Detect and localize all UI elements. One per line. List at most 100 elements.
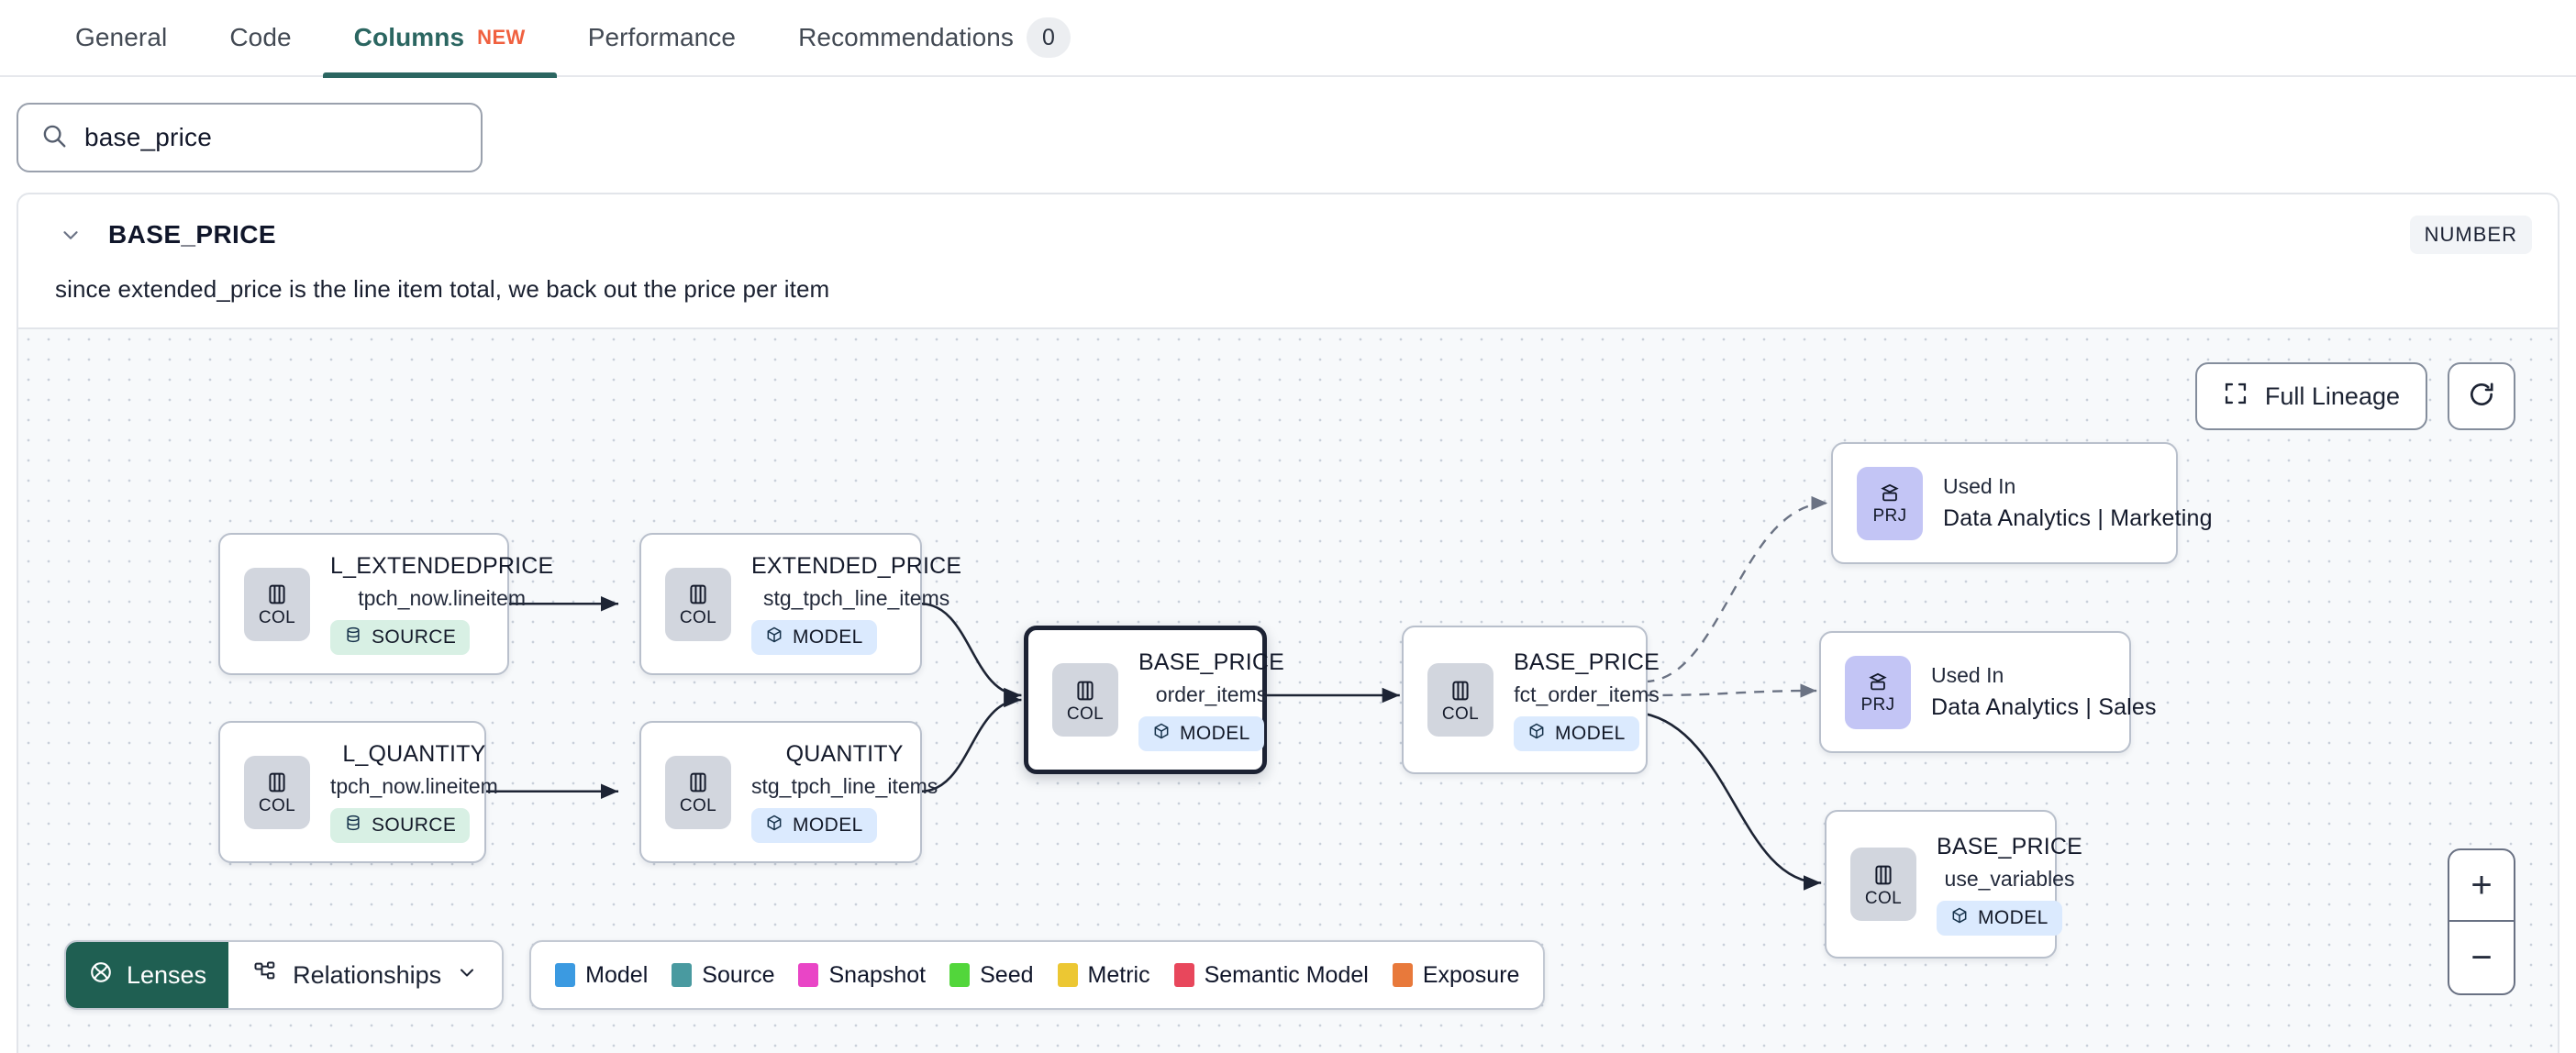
lineage-edges — [473, 495, 1828, 891]
node-title: EXTENDED_PRICE — [751, 553, 962, 579]
lineage-top-controls: Full Lineage — [2194, 362, 2515, 430]
tab-code[interactable]: Code — [198, 0, 322, 76]
col-icon: COL — [244, 567, 310, 641]
node-subtitle: Data Analytics | Marketing — [1943, 505, 2213, 531]
col-icon-label: COL — [1441, 704, 1480, 724]
tab-general[interactable]: General — [44, 0, 198, 76]
chevron-down-icon[interactable] — [55, 219, 86, 250]
column-description: since extended_price is the line item to… — [55, 275, 830, 303]
lineage-node-used-in-marketing[interactable]: PRJ Used In Data Analytics | Marketing — [1831, 442, 2213, 564]
zoom-in-button[interactable]: + — [2449, 850, 2514, 922]
cube-icon — [1950, 906, 1969, 930]
relationships-dropdown[interactable]: Relationships — [228, 942, 503, 1008]
legend-label: Snapshot — [828, 961, 927, 988]
column-detail-panel: BASE_PRICE NUMBER since extended_price i… — [17, 193, 2559, 1053]
column-name: BASE_PRICE — [108, 220, 276, 249]
col-icon: COL — [665, 755, 731, 829]
project-icon-label: PRJ — [1860, 695, 1895, 715]
project-icon: PRJ — [1857, 466, 1923, 540]
lineage-node-base-price-fct-order-items[interactable]: COL BASE_PRICE fct_order_items MODEL — [1402, 626, 1660, 774]
node-badge-label: SOURCE — [372, 626, 457, 648]
legend-swatch — [555, 963, 576, 987]
node-subtitle: use_variables — [1944, 866, 2075, 891]
column-type-badge: NUMBER — [2409, 216, 2532, 254]
tab-columns[interactable]: Columns NEW — [322, 0, 557, 78]
cube-icon — [765, 814, 783, 837]
column-header-row: BASE_PRICE NUMBER — [18, 194, 2558, 255]
legend-swatch — [1392, 963, 1413, 987]
refresh-button[interactable] — [2448, 362, 2515, 430]
node-type-badge: MODEL — [751, 808, 877, 843]
lineage-node-base-price-use-variables[interactable]: COL BASE_PRICE use_variables MODEL — [1825, 810, 2082, 959]
node-type-badge: SOURCE — [330, 620, 471, 655]
search-area: base_price — [0, 77, 2576, 193]
node-title: Used In — [1931, 663, 2004, 687]
full-lineage-button[interactable]: Full Lineage — [2194, 362, 2427, 430]
node-badge-label: MODEL — [1555, 722, 1626, 744]
col-icon: COL — [665, 567, 731, 641]
legend-item-source: Source — [672, 962, 774, 989]
node-title: QUANTITY — [785, 741, 904, 767]
database-icon — [344, 626, 362, 649]
tab-label: General — [75, 23, 168, 51]
lenses-button[interactable]: Lenses — [66, 942, 229, 1008]
node-subtitle: tpch_now.lineitem — [358, 586, 527, 610]
lineage-node-extended-price[interactable]: COL EXTENDED_PRICE stg_tpch_line_items M… — [639, 533, 961, 675]
node-badge-label: SOURCE — [372, 815, 457, 836]
lineage-node-l-extendedprice[interactable]: COL L_EXTENDEDPRICE tpch_now.lineitem SO… — [218, 533, 553, 675]
lineage-node-l-quantity[interactable]: COL L_QUANTITY tpch_now.lineitem SOURCE — [218, 721, 498, 863]
lineage-canvas[interactable]: COL L_EXTENDEDPRICE tpch_now.lineitem SO… — [18, 327, 2558, 1053]
lineage-node-used-in-sales[interactable]: PRJ Used In Data Analytics | Sales — [1819, 631, 2157, 753]
node-title: Used In — [1943, 474, 2016, 498]
search-icon — [40, 122, 68, 154]
node-badge-label: MODEL — [1978, 906, 2049, 928]
legend-label: Metric — [1087, 961, 1150, 988]
lenses-label: Lenses — [127, 960, 207, 989]
tab-label: Performance — [587, 23, 737, 51]
legend-swatch — [1173, 963, 1194, 987]
lens-icon — [88, 959, 114, 992]
col-icon: COL — [1850, 848, 1916, 921]
node-type-badge: SOURCE — [330, 808, 471, 843]
legend-label: Source — [702, 961, 775, 988]
node-type-badge: MODEL — [1937, 900, 2062, 936]
col-icon-label: COL — [258, 796, 296, 815]
lineage-node-quantity[interactable]: COL QUANTITY stg_tpch_line_items MODEL — [639, 721, 938, 863]
search-input-value: base_price — [84, 123, 212, 151]
legend-item-snapshot: Snapshot — [798, 962, 926, 989]
col-icon-label: COL — [679, 796, 717, 815]
node-title: BASE_PRICE — [1937, 833, 2083, 859]
node-subtitle: stg_tpch_line_items — [751, 774, 938, 798]
col-icon-label: COL — [1864, 888, 1903, 908]
search-input[interactable]: base_price — [17, 103, 483, 172]
node-subtitle: fct_order_items — [1514, 682, 1660, 706]
legend-swatch — [1057, 963, 1078, 987]
tab-performance[interactable]: Performance — [557, 0, 767, 76]
node-badge-label: MODEL — [793, 626, 863, 648]
legend-swatch — [798, 963, 819, 987]
zoom-controls: + − — [2448, 848, 2515, 995]
cube-icon — [1527, 722, 1546, 746]
node-subtitle: tpch_now.lineitem — [330, 774, 498, 798]
legend-swatch — [672, 963, 693, 987]
cube-icon — [1152, 722, 1171, 746]
col-icon-label: COL — [679, 608, 717, 627]
lineage-bottom-toolbar: Lenses Relationships — [64, 940, 1546, 1010]
legend-label: Seed — [980, 961, 1034, 988]
lineage-node-base-price-order-items[interactable]: COL BASE_PRICE order_items MODEL — [1024, 626, 1284, 774]
node-type-legend: Model Source Snapshot Seed Metric — [529, 940, 1546, 1010]
legend-label: Exposure — [1422, 961, 1520, 988]
legend-swatch — [949, 963, 971, 987]
chevron-down-icon — [456, 961, 478, 990]
legend-item-model: Model — [555, 962, 648, 989]
database-icon — [344, 814, 362, 837]
tab-new-badge: NEW — [477, 26, 526, 49]
col-icon-label: COL — [258, 608, 296, 627]
legend-item-metric: Metric — [1057, 961, 1150, 989]
tab-recommendations[interactable]: Recommendations 0 — [767, 0, 1102, 76]
node-type-badge: MODEL — [1514, 715, 1639, 751]
relationships-icon — [252, 959, 278, 992]
node-badge-label: MODEL — [793, 815, 863, 836]
zoom-out-button[interactable]: − — [2471, 937, 2493, 978]
lens-controls-group: Lenses Relationships — [64, 940, 505, 1010]
